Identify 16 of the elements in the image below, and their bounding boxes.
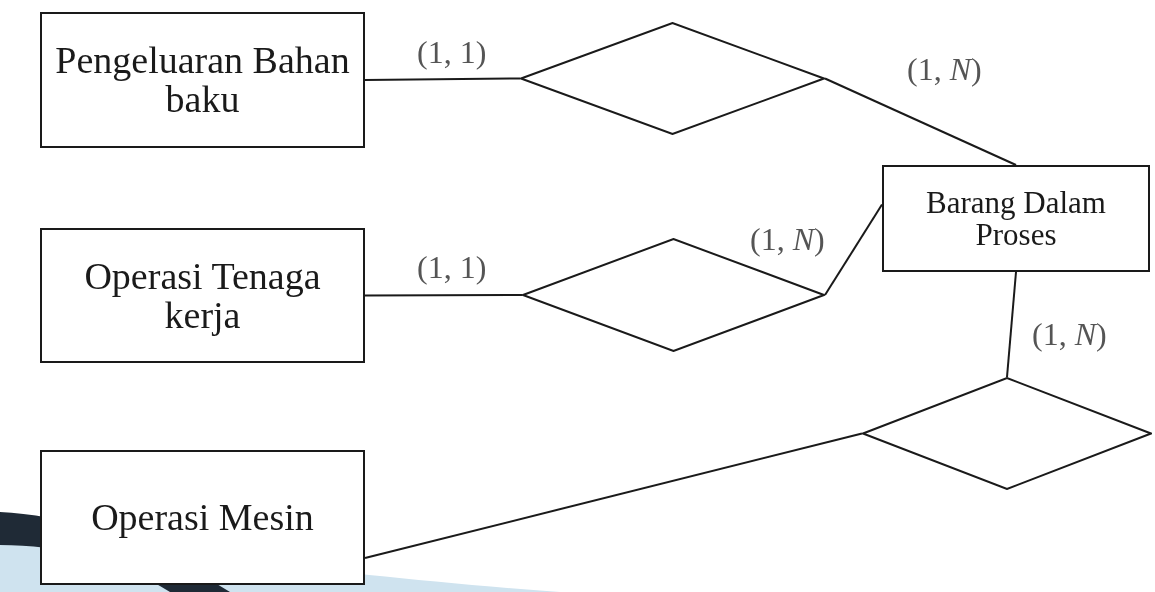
connector-line: [1006, 271, 1017, 378]
entity-box: [40, 228, 365, 363]
connector-line: [824, 203, 883, 296]
relationship-diamond: [862, 377, 1152, 490]
entity-name: Pengeluaran Bahan baku: [54, 41, 351, 119]
relationship-diamond: [520, 22, 825, 135]
entity-name: Operasi Tenaga kerja: [83, 256, 322, 335]
connector-line: [364, 432, 863, 559]
entity-box: [882, 165, 1150, 272]
connector-line: [824, 77, 1017, 166]
entity-box: [40, 12, 365, 148]
entity-name: Barang Dalam Proses: [925, 186, 1107, 251]
entity-box: [40, 450, 365, 585]
connector-line: [364, 294, 523, 297]
connector-line: [364, 77, 521, 81]
entity-name: Operasi Mesin: [91, 498, 314, 537]
